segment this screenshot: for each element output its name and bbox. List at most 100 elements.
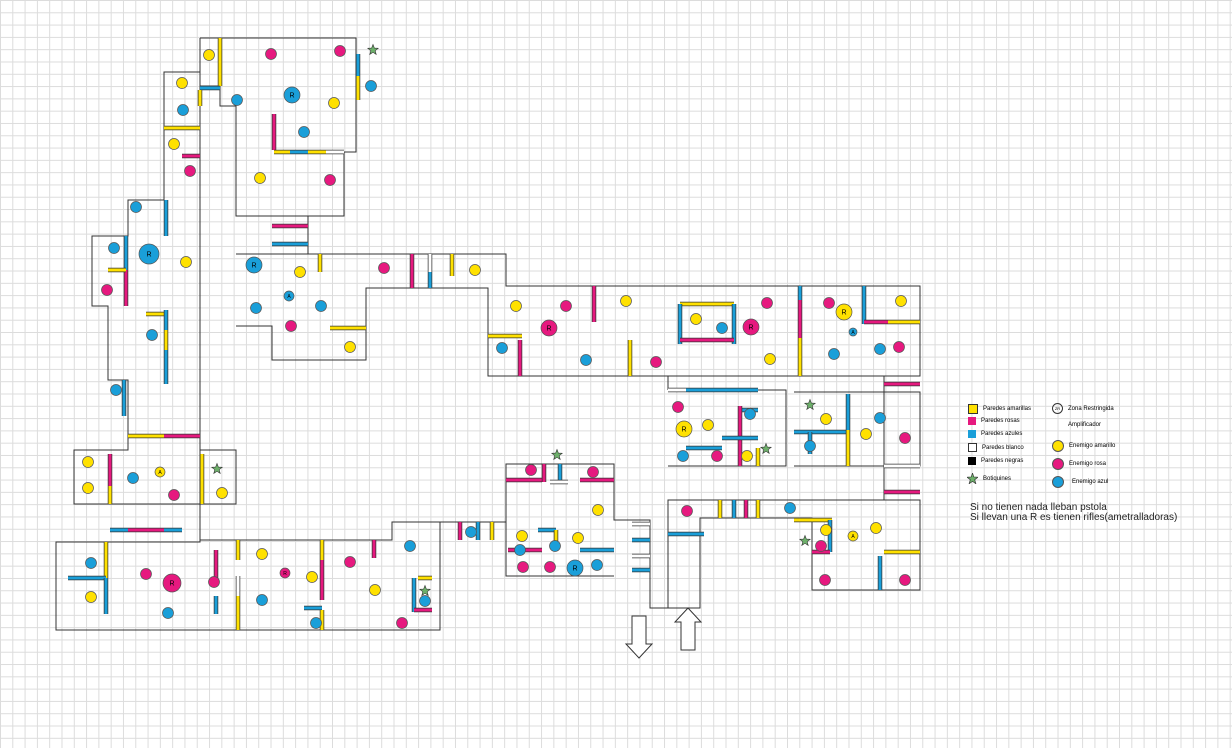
yellow-enemy-0 bbox=[203, 49, 215, 61]
pink-enemy-34 bbox=[168, 489, 180, 501]
legend-label: Paredes blanco bbox=[982, 444, 1024, 451]
yellow-enemy-44 bbox=[306, 571, 318, 583]
yellow-enemy-76 bbox=[741, 450, 753, 462]
pink-enemy-40 bbox=[208, 576, 220, 588]
blue-enemy-55 bbox=[496, 342, 508, 354]
rifle-marker-60: R bbox=[748, 325, 753, 332]
pink-enemy-icon bbox=[1052, 458, 1064, 470]
blue-enemy-93 bbox=[566, 559, 584, 577]
yellow-enemy-12 bbox=[254, 172, 266, 184]
yellow-enemy-9 bbox=[168, 138, 180, 150]
medkit-star-icon-1 bbox=[210, 462, 224, 475]
blue-enemy-41 bbox=[162, 607, 174, 619]
blue-enemy-4 bbox=[177, 104, 189, 116]
yellow-wall-swatch bbox=[968, 404, 978, 414]
blue-enemy-16 bbox=[138, 243, 160, 265]
legend-label: Paredes azules bbox=[981, 431, 1023, 437]
legend-black-walls: Paredes negras bbox=[968, 457, 1023, 465]
blue-enemy-69 bbox=[828, 348, 840, 360]
pink-enemy-26 bbox=[285, 320, 297, 332]
yellow-enemy-98 bbox=[847, 530, 859, 542]
rifle-marker-93: R bbox=[572, 566, 577, 573]
blue-enemy-14 bbox=[130, 201, 142, 213]
arrow-up-icon bbox=[673, 607, 703, 651]
pink-enemy-1 bbox=[265, 48, 277, 60]
rifle-marker-64: R bbox=[841, 310, 846, 317]
yellow-enemy-37 bbox=[85, 591, 97, 603]
blue-enemy-88 bbox=[465, 526, 477, 538]
pink-enemy-46 bbox=[344, 556, 356, 568]
pink-enemy-92 bbox=[544, 561, 556, 573]
pink-enemy-61 bbox=[761, 297, 773, 309]
rifle-marker-6: R bbox=[289, 93, 294, 100]
blue-enemy-19 bbox=[146, 329, 158, 341]
blue-enemy-50 bbox=[419, 595, 431, 607]
yellow-enemy-87 bbox=[572, 532, 584, 544]
rifle-marker-21: R bbox=[251, 263, 256, 270]
outline-segment-1 bbox=[236, 253, 921, 377]
legend-label: Paredes negras bbox=[981, 458, 1024, 464]
legend-yellow-enemy: Enemigo amarillo bbox=[1052, 440, 1115, 452]
legend-label: Enemigo azul bbox=[1072, 479, 1109, 485]
pink-enemy-39 bbox=[162, 573, 182, 593]
amplifier-marker-23: A bbox=[287, 294, 291, 300]
pink-enemy-13 bbox=[324, 174, 336, 186]
pink-enemy-75 bbox=[711, 450, 723, 462]
yellow-enemy-79 bbox=[860, 428, 872, 440]
yellow-enemy-71 bbox=[702, 419, 714, 431]
pink-enemy-68 bbox=[893, 341, 905, 353]
legend-yellow-walls: Paredes amarillas bbox=[968, 404, 1031, 414]
pink-enemy-2 bbox=[334, 45, 346, 57]
outline-segment-7 bbox=[794, 391, 921, 467]
blue-enemy-21 bbox=[245, 256, 263, 274]
medkit-star-icon-2 bbox=[550, 448, 564, 461]
yellow-enemy-29 bbox=[344, 341, 356, 353]
yellow-enemy-97 bbox=[820, 524, 832, 536]
pink-enemy-43 bbox=[279, 567, 291, 579]
blue-enemy-56 bbox=[580, 354, 592, 366]
outline-segment-4 bbox=[505, 464, 614, 577]
yellow-enemy-66 bbox=[895, 295, 907, 307]
blue-enemy-65 bbox=[848, 327, 858, 337]
yellow-enemy-84 bbox=[592, 504, 604, 516]
blue-wall-swatch bbox=[968, 430, 976, 438]
legend-label: Zona Restringida bbox=[1068, 405, 1114, 412]
yellow-enemy-85 bbox=[516, 530, 528, 542]
pink-enemy-100 bbox=[815, 540, 827, 552]
blue-enemy-5 bbox=[231, 94, 243, 106]
pink-enemy-53 bbox=[560, 300, 572, 312]
legend-restricted-zone: ZR Zona Restringida bbox=[1052, 403, 1114, 414]
wall-segments bbox=[68, 38, 920, 630]
blue-enemy-15 bbox=[108, 242, 120, 254]
yellow-enemy-54 bbox=[620, 295, 632, 307]
yellow-enemy-64 bbox=[835, 303, 853, 321]
yellow-enemy-17 bbox=[180, 256, 192, 268]
legend-label: Amplificador bbox=[1068, 422, 1102, 428]
pink-enemy-18 bbox=[101, 284, 113, 296]
medkit-star-icon bbox=[967, 473, 978, 484]
yellow-enemy-icon bbox=[1052, 440, 1064, 452]
blue-enemy-24 bbox=[250, 302, 262, 314]
blue-enemy-89 bbox=[404, 540, 416, 552]
pink-enemy-27 bbox=[378, 262, 390, 274]
pink-enemy-80 bbox=[899, 432, 911, 444]
yellow-enemy-51 bbox=[510, 300, 522, 312]
rifle-marker-39: R bbox=[169, 581, 174, 588]
pink-enemy-95 bbox=[681, 505, 693, 517]
medkit-star-icon-4 bbox=[803, 398, 817, 411]
yellow-enemy-72 bbox=[675, 420, 693, 438]
yellow-enemy-3 bbox=[176, 77, 188, 89]
legend-label: Paredes amarillas bbox=[983, 406, 1032, 412]
yellow-enemy-62 bbox=[764, 353, 776, 365]
pink-enemy-49 bbox=[396, 617, 408, 629]
legend-white-walls: Paredes blanco bbox=[968, 443, 1024, 452]
yellow-enemy-22 bbox=[294, 266, 306, 278]
white-wall-swatch bbox=[968, 443, 977, 452]
legend: Paredes amarillas Paredes rosas Paredes … bbox=[965, 400, 1145, 500]
blue-enemy-23 bbox=[283, 290, 295, 302]
blue-enemy-20 bbox=[110, 384, 122, 396]
outline-segment-2 bbox=[272, 215, 309, 255]
blue-enemy-67 bbox=[874, 343, 886, 355]
